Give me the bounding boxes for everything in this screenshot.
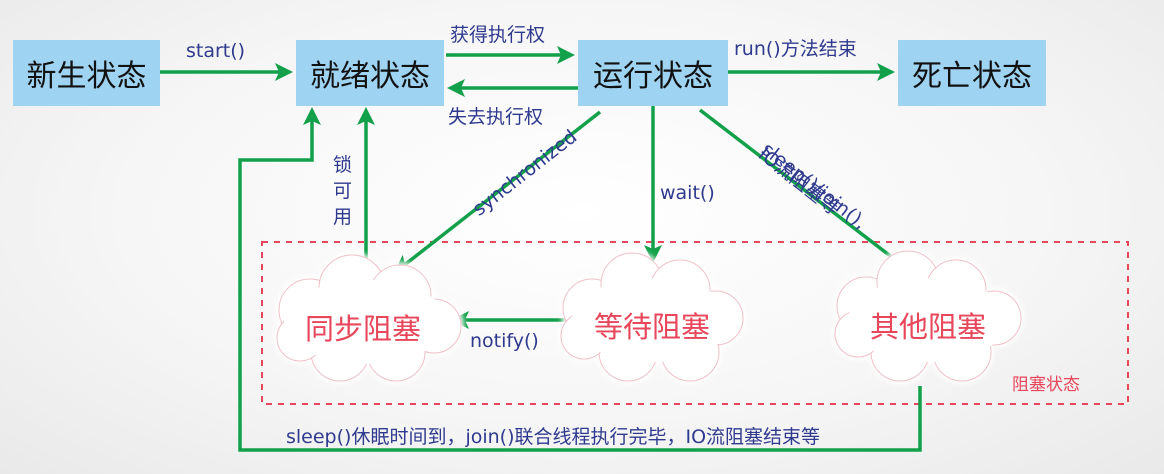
arrow-bottom-return [238, 107, 922, 452]
state-new: 新生状态 [13, 40, 160, 106]
cloud-wait-block [558, 250, 746, 384]
blocked-region-label: 阻塞状态 [1012, 375, 1080, 395]
state-ready: 就绪状态 [296, 40, 444, 106]
label-wait: wait() [660, 182, 715, 204]
arrows [160, 46, 922, 452]
blocked-region-border [261, 241, 1129, 405]
label-gain-cpu: 获得执行权 [450, 24, 546, 46]
blocked-sync-label: 同步阻塞 [305, 312, 422, 346]
label-start: start() [186, 40, 246, 62]
label-run-end: run()方法结束 [734, 38, 857, 60]
label-notify: notify() [470, 330, 539, 352]
label-lose-cpu: 失去执行权 [448, 106, 544, 128]
state-dead: 死亡状态 [898, 40, 1046, 106]
label-lock-available-2: 可 [333, 180, 353, 202]
arrow-synchronized [394, 110, 602, 274]
blocked-other-label: 其他阻塞 [870, 310, 987, 344]
arrow-sleep-join-io [698, 108, 910, 272]
cloud-sync-block [274, 252, 464, 384]
label-lock-available-3: 用 [333, 206, 353, 228]
blocked-wait-label: 等待阻塞 [594, 310, 711, 344]
label-bottom-return: sleep()休眠时间到，join()联合线程执行完毕，IO流阻塞结束等 [286, 426, 821, 448]
label-lock-available-1: 锁 [333, 154, 353, 176]
cloud-other-block [832, 248, 1024, 384]
state-running: 运行状态 [578, 40, 728, 106]
